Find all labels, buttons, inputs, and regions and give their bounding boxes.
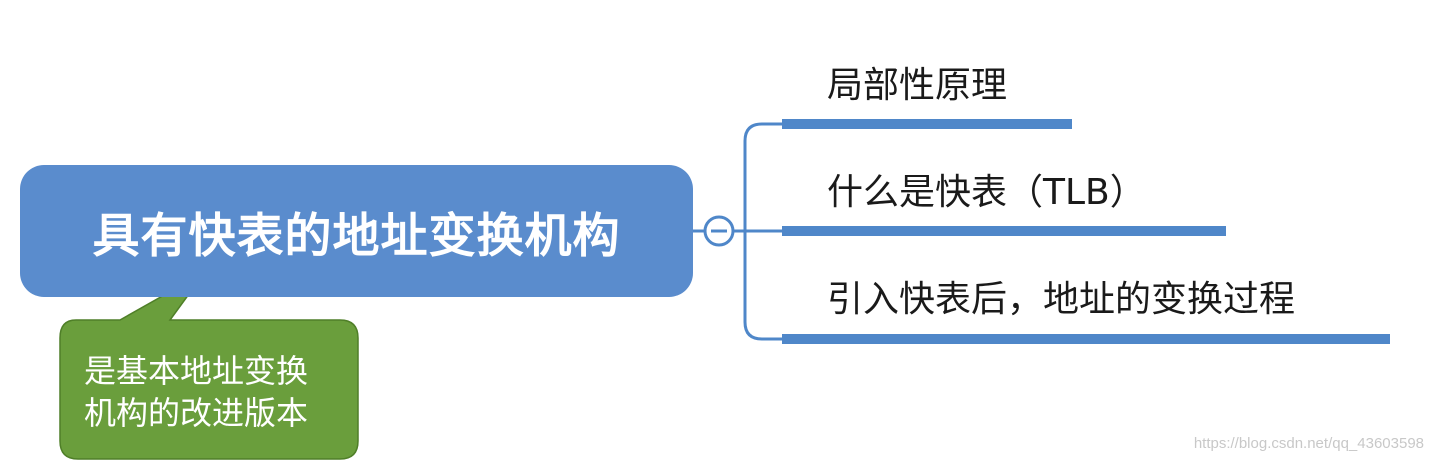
callout-shape <box>59 271 359 460</box>
callout-text: 是基本地址变换 机构的改进版本 <box>84 350 344 434</box>
branch-node-1[interactable]: 局部性原理 <box>827 65 1008 106</box>
branch-node-2[interactable]: 什么是快表（TLB） <box>827 172 1146 213</box>
callout-line-2: 机构的改进版本 <box>84 394 309 432</box>
watermark-url: https://blog.csdn.net/qq_43603598 <box>1193 435 1424 452</box>
branch-1-underline <box>782 119 1072 129</box>
branch-2-underline <box>782 226 1226 236</box>
branch-3-underline <box>782 334 1390 344</box>
branch-node-3[interactable]: 引入快表后，地址的变换过程 <box>827 279 1296 320</box>
root-node-label: 具有快表的地址变换机构 <box>92 208 621 264</box>
root-node[interactable] <box>20 165 693 297</box>
callout-line-1: 是基本地址变换 <box>84 352 309 390</box>
callout-bubble[interactable] <box>59 271 359 460</box>
connector-group <box>693 122 782 341</box>
collapse-toggle[interactable] <box>703 215 735 247</box>
